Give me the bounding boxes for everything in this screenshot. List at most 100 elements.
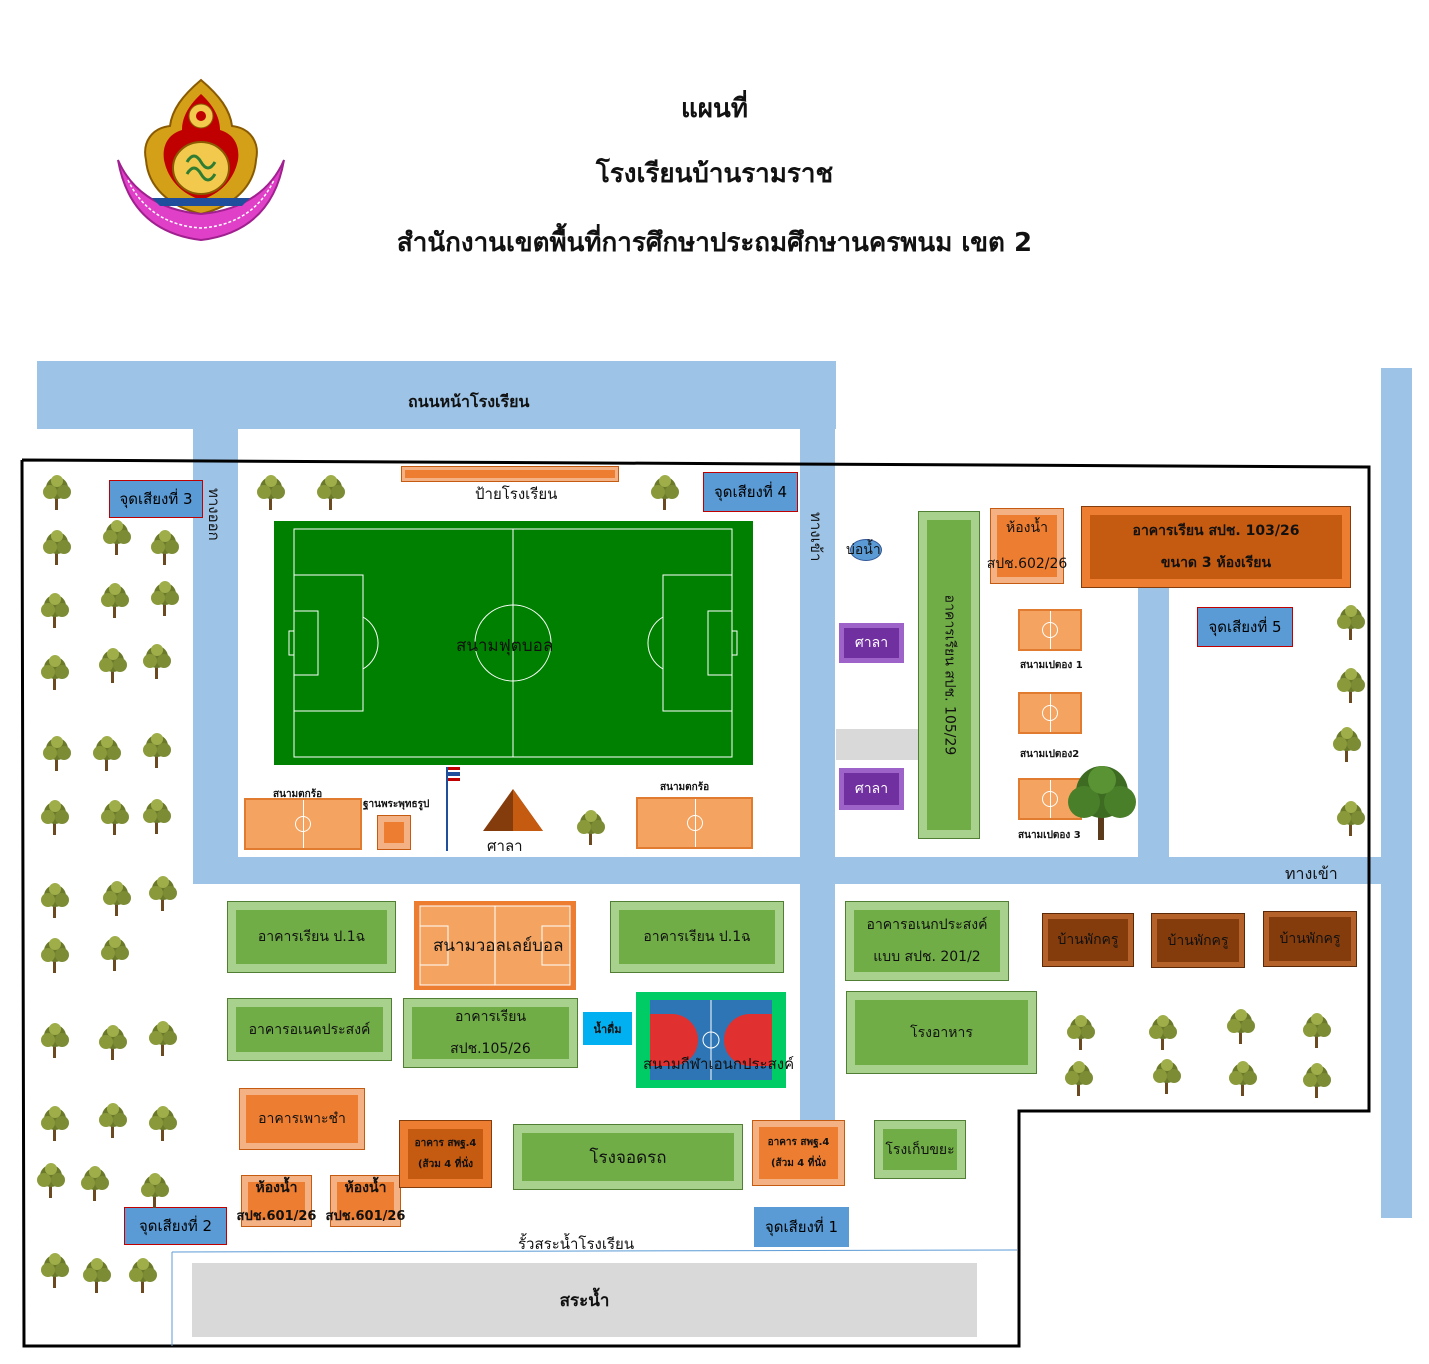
tree-icon — [101, 936, 129, 971]
tree-icon — [1229, 1061, 1257, 1096]
tree-icon — [1303, 1063, 1331, 1098]
teacher-house-2: บ้านพักครู — [1151, 913, 1245, 968]
toilet-4-a: อาคาร สพฐ.4 (ส้วม 4 ที่นั่ง — [399, 1120, 492, 1188]
tree-icon — [43, 530, 71, 565]
tree-icon — [43, 475, 71, 510]
tree-icon — [141, 1173, 169, 1208]
tree-icon — [1149, 1015, 1177, 1050]
tree-icon — [83, 1258, 111, 1293]
tree-icon — [99, 1103, 127, 1138]
toilet-4-b-line2: (ส้วม 4 ที่นั่ง — [770, 1158, 827, 1169]
tree-icon — [143, 644, 171, 679]
tree-icon — [37, 1163, 65, 1198]
tree-icon — [99, 1025, 127, 1060]
sala-1: ศาลา — [839, 623, 904, 663]
tree-icon — [129, 1258, 157, 1293]
tree-icon — [101, 800, 129, 835]
tree-icon — [1153, 1059, 1181, 1094]
toilet-601-a-code: สปช.601/26 — [236, 1208, 317, 1224]
inner-road — [1138, 586, 1169, 857]
tree-icon — [103, 881, 131, 916]
tree-icon — [1337, 801, 1365, 836]
tree-icon — [41, 800, 69, 835]
pond-fence-label: รั้วสระน้ำโรงเรียน — [518, 1235, 635, 1253]
tree-icon — [41, 938, 69, 973]
tree-icon — [41, 655, 69, 690]
petong-1-label: สนามเปตอง 1 — [1020, 660, 1083, 671]
toilet-601-b: ห้องน้ำ สปช.601/26 — [326, 1175, 405, 1227]
building-105-26-line1: อาคารเรียน — [454, 1009, 527, 1025]
multi-201-line1: อาคารอเนกประสงค์ — [866, 917, 988, 933]
sound-point-4: จุดเสียงที่ 4 — [703, 472, 798, 512]
petong-court-3 — [1018, 778, 1082, 820]
multi-201: อาคารอเนกประสงค์ แบบ สปช. 201/2 — [845, 901, 1009, 981]
school-logo-emblem — [117, 78, 285, 242]
tree-icon — [81, 1166, 109, 1201]
tree-icon — [99, 648, 127, 683]
tree-icon — [1303, 1013, 1331, 1048]
petong-2-label: สนามเปตอง2 — [1020, 749, 1080, 760]
tree-icon — [43, 736, 71, 771]
tree-icon — [1227, 1009, 1255, 1044]
big-tree-icon — [1068, 766, 1136, 840]
entrance-right-label: ทางเข้า — [1285, 864, 1338, 883]
pond: สระน้ำ — [192, 1263, 977, 1337]
school-name: โรงเรียนบ้านรามราช — [595, 159, 834, 189]
trash-house: โรงเก็บขยะ — [874, 1120, 966, 1179]
entrance-road — [800, 429, 835, 1121]
building-p1a: อาคารเรียน ป.1ฉ — [227, 901, 396, 973]
teacher-house-3: บ้านพักครู — [1263, 911, 1357, 967]
football-label: สนามฟุตบอล — [456, 636, 554, 656]
sala-center-label: ศาลา — [487, 837, 523, 855]
tree-icon — [317, 475, 345, 510]
takraw-left-label: สนามตกร้อ — [273, 789, 323, 800]
nursery: อาคารเพาะชำ — [239, 1088, 365, 1150]
toilet-4-b-line1: อาคาร สพฐ.4 — [767, 1137, 830, 1148]
building-p1b: อาคารเรียน ป.1ฉ — [610, 901, 784, 973]
office-name: สำนักงานเขตพื้นที่การศึกษาประถมศึกษานครพ… — [396, 228, 1033, 258]
building-103-26-line1: อาคารเรียน สปช. 103/26 — [1132, 523, 1300, 539]
tree-icon — [577, 810, 605, 845]
front-road — [37, 361, 836, 429]
well-label: บ่อน้ำ — [846, 542, 881, 558]
tree-icon — [149, 1106, 177, 1141]
school-sign-board — [401, 466, 619, 482]
tree-icon — [41, 593, 69, 628]
volleyball-label: สนามวอลเลย์บอล — [433, 936, 564, 956]
garage: โรงจอดรถ — [513, 1124, 743, 1190]
tree-icon — [103, 520, 131, 555]
buddha-base-label: ฐานพระพุทธรูป — [363, 799, 430, 810]
map-title: แผนที่ — [681, 94, 748, 124]
tree-icon — [101, 583, 129, 618]
walkway — [836, 729, 918, 760]
sala-pyramid-icon — [483, 789, 543, 831]
tree-icon — [651, 475, 679, 510]
horizontal-road — [193, 857, 1381, 884]
tree-icon — [1333, 727, 1361, 762]
petong-court-2 — [1018, 692, 1082, 734]
teacher-house-1: บ้านพักครู — [1042, 913, 1134, 967]
sound-point-3: จุดเสียงที่ 3 — [109, 480, 203, 518]
tree-icon — [1337, 605, 1365, 640]
canteen: โรงอาหาร — [846, 991, 1037, 1074]
tree-icon — [93, 736, 121, 771]
sala-2: ศาลา — [839, 768, 904, 810]
tree-icon — [41, 1253, 69, 1288]
front-road-label: ถนนหน้าโรงเรียน — [408, 392, 530, 411]
sound-point-2: จุดเสียงที่ 2 — [124, 1207, 227, 1245]
well-icon — [850, 539, 882, 561]
tree-icon — [1067, 1015, 1095, 1050]
tree-icon — [257, 475, 285, 510]
tree-icon — [41, 1023, 69, 1058]
toilet-4-a-line2: (ส้วม 4 ที่นั่ง — [417, 1159, 474, 1170]
toilet-601-b-title: ห้องน้ำ — [344, 1179, 387, 1196]
sports-field — [636, 992, 786, 1088]
building-103-26-line2: ขนาด 3 ห้องเรียน — [1160, 555, 1272, 571]
school-sign-label: ป้ายโรงเรียน — [475, 485, 558, 503]
toilet-601-a-title: ห้องน้ำ — [255, 1179, 298, 1196]
toilet-602: ห้องน้ำ สปช.602/26 — [987, 508, 1067, 584]
tree-icon — [151, 530, 179, 565]
building-105-26-line2: สปช.105/26 — [450, 1041, 531, 1057]
multi-left: อาคารอเนคประสงค์ — [227, 998, 392, 1061]
right-road — [1381, 368, 1412, 1218]
